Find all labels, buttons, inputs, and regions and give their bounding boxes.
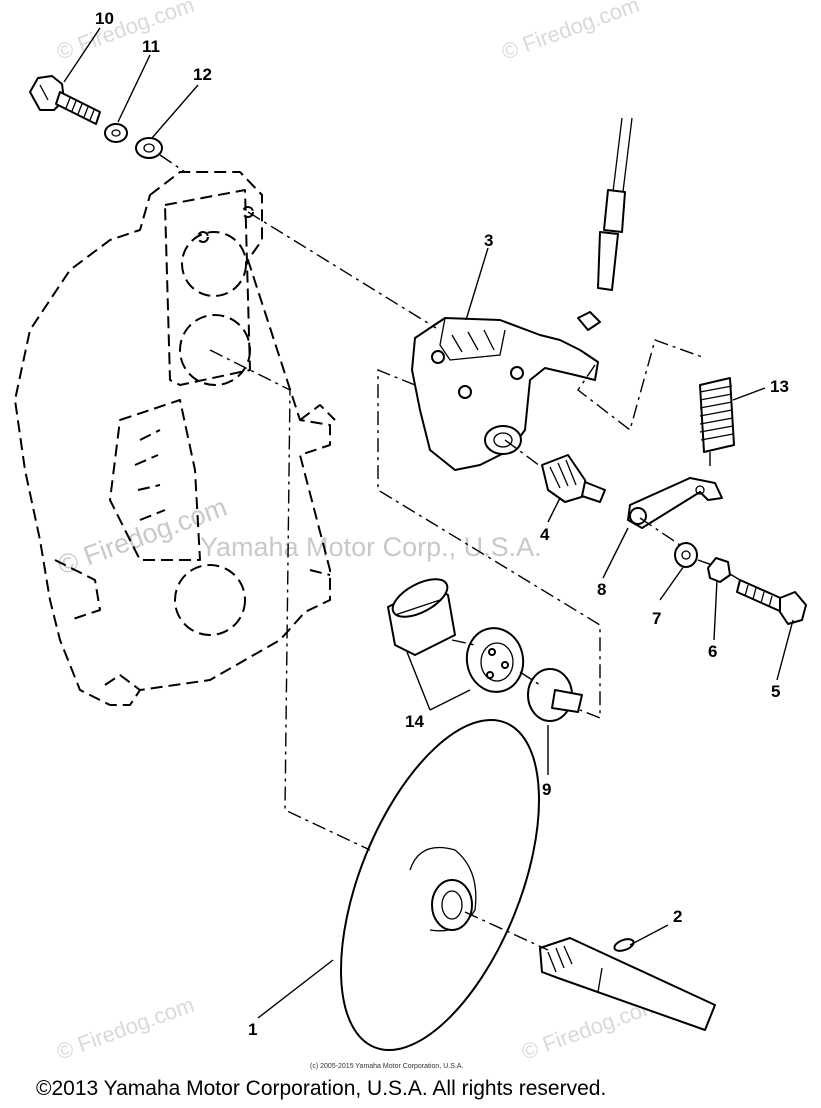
callout-13: 13 bbox=[770, 377, 789, 396]
small-copyright: (c) 2005-2015 Yamaha Motor Corporation, … bbox=[310, 1063, 463, 1070]
leader-lines bbox=[63, 27, 794, 1019]
callouts: 10 11 12 3 13 4 8 7 6 5 14 9 2 1 bbox=[95, 9, 789, 1039]
copyright-notice: ©2013 Yamaha Motor Corporation, U.S.A. A… bbox=[36, 1077, 606, 1100]
watermark-center: Yamaha Motor Corp., U.S.A. bbox=[200, 532, 542, 562]
lock-washer-11 bbox=[104, 123, 128, 143]
shift-lever-8 bbox=[627, 477, 723, 529]
nut-6 bbox=[707, 557, 731, 583]
spring-13 bbox=[699, 377, 735, 453]
bolt-10 bbox=[29, 75, 101, 125]
callout-7: 7 bbox=[652, 609, 661, 628]
key-2 bbox=[613, 938, 635, 952]
callout-9: 9 bbox=[542, 780, 551, 799]
callout-2: 2 bbox=[673, 907, 682, 926]
washer-12 bbox=[135, 137, 163, 159]
sheave-1 bbox=[340, 718, 540, 1052]
watermark-firedog: © Firedog.com bbox=[53, 0, 197, 65]
washer-7 bbox=[674, 542, 698, 568]
retainer-9 bbox=[527, 668, 583, 722]
callout-1: 1 bbox=[248, 1020, 257, 1039]
shaft bbox=[539, 937, 716, 1031]
assembly-lines bbox=[209, 211, 741, 951]
assembly-line bbox=[159, 154, 186, 173]
callout-14: 14 bbox=[405, 712, 424, 731]
callout-11: 11 bbox=[142, 37, 160, 56]
callout-5: 5 bbox=[771, 682, 780, 701]
callout-4: 4 bbox=[540, 525, 550, 544]
watermark-firedog: © Firedog.com bbox=[53, 992, 197, 1065]
callout-8: 8 bbox=[597, 580, 606, 599]
callout-3: 3 bbox=[484, 231, 493, 250]
watermark-firedog: © Firedog.com bbox=[498, 0, 642, 65]
gearcase-housing bbox=[14, 171, 336, 706]
cam-14 bbox=[465, 627, 525, 693]
worm-gear-4 bbox=[541, 454, 606, 503]
callout-6: 6 bbox=[708, 642, 717, 661]
callout-10: 10 bbox=[95, 9, 114, 28]
shift-cable bbox=[577, 117, 633, 331]
callout-12: 12 bbox=[193, 65, 212, 84]
bracket-3 bbox=[411, 317, 599, 471]
bolt-5 bbox=[736, 579, 807, 625]
sleeve-14 bbox=[387, 578, 456, 656]
